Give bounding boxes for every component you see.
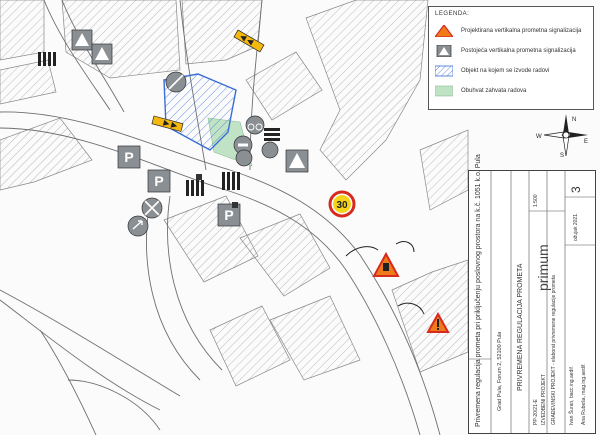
parking-sign-label: P — [124, 149, 133, 165]
building — [305, 0, 429, 181]
legend-item-existing-sign: Postojeća vertikalna prometna signalizac… — [435, 45, 591, 59]
legend-label: Obuhvat zahvata radova — [461, 88, 527, 94]
project-phase: IZVEDBENI PROJEKT — [541, 374, 547, 425]
investor-label: Grad Pula, Forum 2, 52100 Pula — [497, 331, 503, 411]
legend-item-work-scope: Obuhvat zahvata radova — [435, 85, 591, 99]
building — [269, 295, 361, 381]
parking-sign-label: P — [224, 207, 233, 223]
parking-sign-label: P — [154, 173, 163, 189]
legend-title: LEGENDA: — [435, 11, 470, 17]
direction-sign-icon — [127, 215, 149, 237]
projected-signs: 30 — [151, 29, 450, 333]
legend-label: Objekt na kojem se izvode radovi — [461, 68, 550, 74]
crosswalk — [222, 172, 240, 190]
crosswalk — [186, 180, 204, 196]
building — [239, 213, 331, 297]
turn-arrow-board-icon — [151, 115, 184, 132]
compass-s: S — [560, 153, 564, 158]
building — [0, 59, 57, 105]
pole-icon — [232, 202, 238, 208]
parking-sign-icon: P — [117, 145, 141, 169]
scale-label: 1:500 — [533, 194, 539, 207]
work-scope-swatch-icon — [435, 85, 453, 97]
crosswalk — [38, 52, 56, 66]
project-title: Privremena regulacija prometa pri priklj… — [475, 154, 482, 427]
pole-icon — [196, 174, 202, 180]
turn-arrow-board-icon — [233, 29, 265, 53]
work-object-swatch-icon — [435, 65, 453, 77]
round-sign-icon — [235, 149, 253, 167]
north-arrow-compass-icon: N S E W — [536, 114, 588, 158]
map-legend: LEGENDA: Projektirana vertikalna prometn… — [428, 6, 594, 110]
drawing-content: GRAĐEVINSKI PROJEKT - elaborat privremen… — [551, 275, 557, 425]
roadworks-warning-sign-icon — [372, 251, 400, 277]
existing-signs: P P P — [71, 29, 309, 237]
building — [245, 51, 323, 121]
speed-limit-sign-icon: 30 — [328, 190, 356, 218]
title-block: Privremena regulacija prometa pri priklj… — [468, 154, 596, 434]
legend-label: Postojeća vertikalna prometna signalizac… — [461, 48, 576, 54]
parking-sign-icon: P — [147, 169, 171, 193]
title-block-grid — [469, 171, 595, 433]
legend-label: Projektirana vertikalna prometna signali… — [461, 28, 582, 34]
sign-arrow — [345, 246, 379, 257]
parking-sign-icon: P — [217, 203, 241, 227]
designer-name: Ana Rubeša, mag.ing.aedif. — [581, 363, 587, 425]
bicycle-sign-icon — [245, 115, 265, 135]
sign-arrow — [397, 302, 425, 315]
building — [209, 305, 291, 387]
existing-sign-icon — [436, 45, 452, 57]
legend-item-projected-sign: Projektirana vertikalna prometna signali… — [435, 25, 591, 39]
author-name: Ivan Šuran, bacc.ing.aedif. — [569, 365, 575, 425]
pedestrian-crossing-sign-icon — [285, 149, 309, 173]
no-parking-sign-icon — [165, 71, 187, 93]
crosswalks — [38, 52, 280, 196]
buildings — [0, 0, 469, 387]
speed-limit-label: 30 — [336, 200, 348, 211]
sign-arrow — [395, 241, 415, 253]
building — [61, 0, 181, 79]
building — [0, 117, 93, 191]
drawing-title: PRIVREMENA REGULACIJA PROMETA — [517, 263, 524, 391]
legend-item-work-object: Objekt na kojem se izvode radovi — [435, 65, 591, 79]
building — [419, 129, 469, 211]
company-logo-text: primum — [535, 244, 551, 291]
crosswalk — [264, 128, 280, 141]
date-label: ožujak 2021. — [573, 212, 579, 241]
building — [391, 259, 469, 373]
building — [0, 0, 45, 61]
round-sign-icon — [261, 141, 279, 159]
sheet-number: 3 — [569, 186, 583, 193]
building — [181, 0, 263, 65]
compass-n: N — [572, 117, 576, 123]
zop-number: PP-20/21-E — [533, 399, 539, 425]
projected-sign-icon — [435, 25, 453, 37]
pedestrian-crossing-sign-icon — [71, 29, 93, 51]
compass-w: W — [536, 134, 542, 140]
pedestrian-crossing-sign-icon — [91, 43, 113, 65]
no-parking-sign-icon — [141, 197, 163, 219]
compass-e: E — [584, 139, 588, 145]
warning-sign-icon — [426, 311, 450, 333]
